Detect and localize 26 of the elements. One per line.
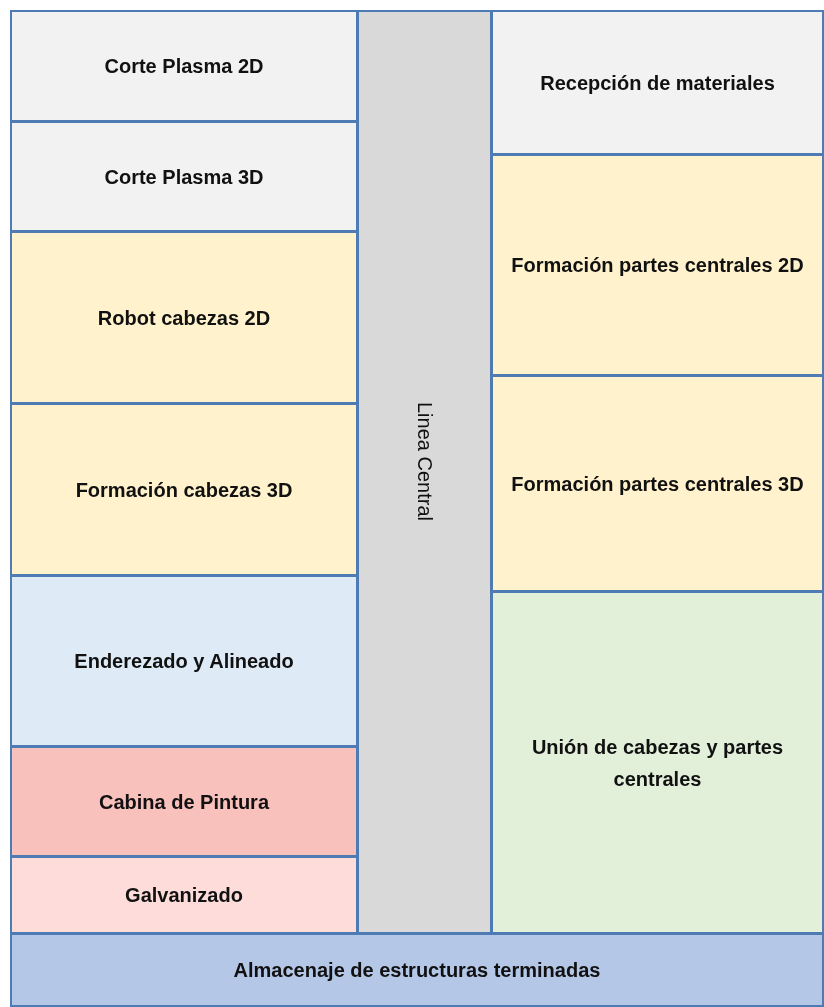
area-box <box>491 375 824 592</box>
area-label: Galvanizado <box>125 883 243 908</box>
area-label: Formación partes centrales 2D <box>511 253 804 278</box>
area-box <box>10 746 358 857</box>
area-box <box>10 403 358 576</box>
area-label: Corte Plasma 2D <box>104 54 264 79</box>
band-label: Linea Central <box>412 402 437 521</box>
area-label: Formación cabezas 3D <box>75 477 293 503</box>
central-line-band <box>357 10 492 934</box>
area-label: Cabina de Pintura <box>99 789 269 815</box>
area-box <box>491 154 824 376</box>
area-label: Corte Plasma 3D <box>104 164 264 190</box>
area-box <box>10 933 824 1007</box>
area-label: Robot cabezas 2D <box>97 305 271 331</box>
area-box <box>491 591 824 934</box>
area-box <box>10 575 358 747</box>
area-label: Unión de cabezas y partes centrales <box>530 734 785 792</box>
area-label: Enderezado y Alineado <box>74 649 294 674</box>
area-box <box>10 231 358 404</box>
area-box <box>10 10 358 122</box>
area-box <box>10 856 358 934</box>
area-box <box>491 10 824 155</box>
area-label: Formación partes centrales 3D <box>511 471 804 497</box>
area-box <box>10 121 358 232</box>
area-label: Almacenaje de estructuras terminadas <box>233 958 601 983</box>
area-label: Recepción de materiales <box>540 70 775 96</box>
